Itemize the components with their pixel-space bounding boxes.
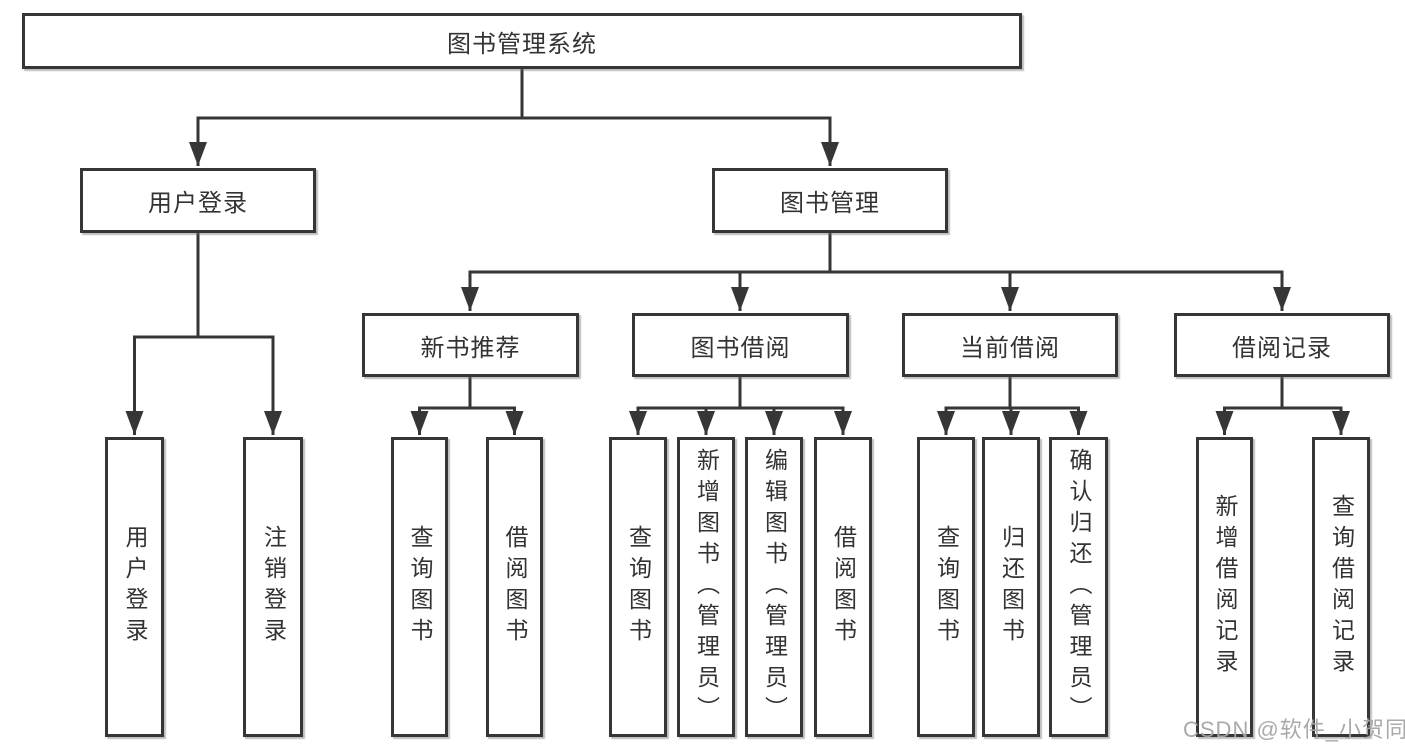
node-cb-confirm-return-admin: 确认归还（管理员） [1049,437,1108,737]
node-book-management: 图书管理 [712,168,948,233]
node-bb-query-books: 查询图书 [609,437,667,737]
node-bb-add-books-admin: 新增图书（管理员） [677,437,735,737]
node-borrow-records: 借阅记录 [1174,313,1390,377]
node-cb-confirm-return-admin-label: 确认归还（管理员） [1066,447,1092,727]
node-user-login-label: 用户登录 [148,190,248,217]
node-cb-query-books: 查询图书 [917,437,975,737]
node-rec-borrow-books-label: 借阅图书 [502,525,528,649]
node-bb-add-books-admin-label: 新增图书（管理员） [693,447,720,727]
node-br-add-record: 新增借阅记录 [1196,437,1253,737]
node-rec-borrow-books: 借阅图书 [486,437,543,737]
node-bb-borrow-books: 借阅图书 [814,437,872,737]
node-root: 图书管理系统 [22,13,1022,69]
node-bb-edit-books-admin: 编辑图书（管理员） [745,437,803,737]
node-rec-query-books: 查询图书 [391,437,448,737]
node-new-book-recommend-label: 新书推荐 [420,334,521,362]
node-rec-query-books-label: 查询图书 [407,525,433,649]
node-user-login: 用户登录 [80,168,316,233]
node-current-borrow-label: 当前借阅 [960,334,1060,362]
node-user-login-leaf-label: 用户登录 [122,525,148,649]
watermark-text: CSDN @软件_小贺同学 [1183,717,1405,742]
node-br-query-record-label: 查询借阅记录 [1328,494,1355,680]
node-current-borrow: 当前借阅 [902,313,1118,377]
node-br-add-record-label: 新增借阅记录 [1212,494,1238,680]
node-new-book-recommend: 新书推荐 [362,313,579,377]
node-bb-edit-books-admin-label: 编辑图书（管理员） [761,447,788,727]
node-bb-borrow-books-label: 借阅图书 [830,525,857,649]
node-book-borrow-label: 图书借阅 [690,334,791,362]
node-logout-leaf: 注销登录 [243,437,303,737]
node-root-label: 图书管理系统 [447,30,597,58]
node-cb-return-books: 归还图书 [982,437,1040,737]
node-bb-query-books-label: 查询图书 [625,525,652,649]
node-borrow-records-label: 借阅记录 [1232,334,1332,362]
node-user-login-leaf: 用户登录 [105,437,164,737]
node-cb-query-books-label: 查询图书 [933,525,960,649]
node-book-borrow: 图书借阅 [632,313,849,377]
node-book-management-label: 图书管理 [780,190,880,217]
node-br-query-record: 查询借阅记录 [1312,437,1370,737]
node-cb-return-books-label: 归还图书 [998,525,1025,649]
node-logout-leaf-label: 注销登录 [260,525,287,649]
